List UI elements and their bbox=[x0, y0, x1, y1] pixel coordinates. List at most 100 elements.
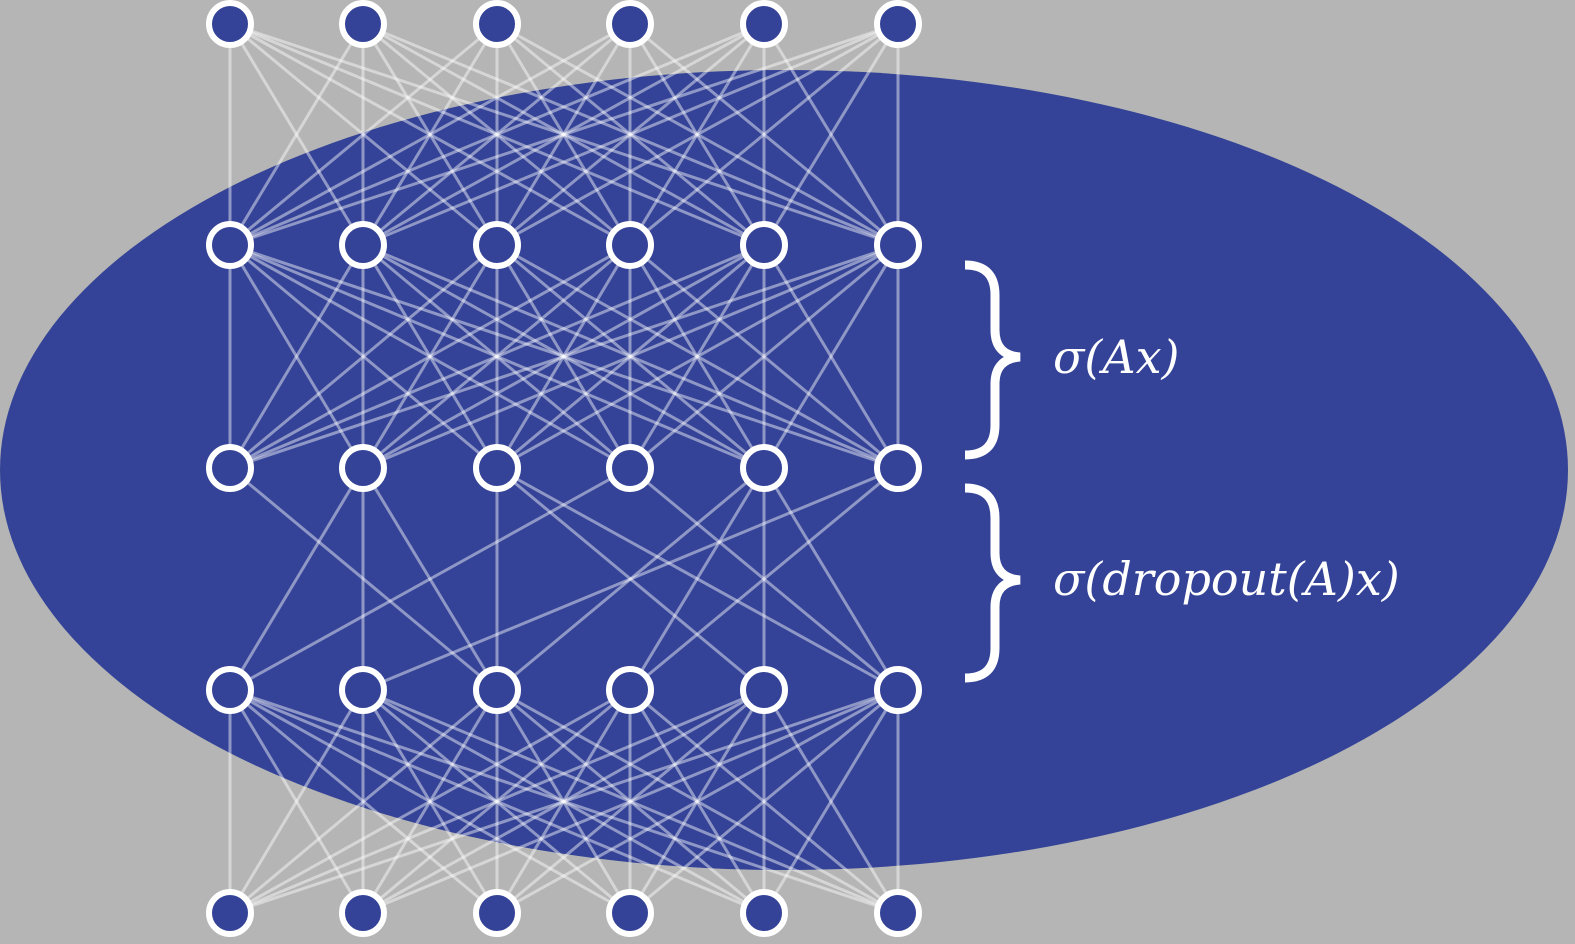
connection-edge bbox=[362, 688, 631, 915]
connection-edge bbox=[362, 688, 765, 915]
neuron-node bbox=[740, 0, 788, 48]
connection-edge bbox=[229, 22, 631, 247]
neuron-node bbox=[206, 444, 254, 492]
connection-edge bbox=[229, 243, 631, 470]
connection-edge bbox=[362, 243, 899, 470]
connection-edge bbox=[229, 22, 899, 247]
dropout-layer-label: σ(dropout(A)x) bbox=[1053, 552, 1400, 606]
connection-edge bbox=[229, 688, 899, 915]
connection-edge bbox=[229, 243, 498, 470]
neuron-node bbox=[874, 221, 922, 269]
connection-edge bbox=[361, 244, 499, 469]
neuron-node bbox=[473, 0, 521, 48]
connection-edge bbox=[362, 243, 765, 470]
neuron-node bbox=[206, 889, 254, 937]
connection-edge bbox=[229, 688, 765, 915]
connection-edge bbox=[228, 689, 365, 914]
connection-edge bbox=[629, 466, 899, 692]
connection-edge bbox=[629, 688, 899, 915]
connection-edge bbox=[362, 243, 765, 470]
connection-edge bbox=[229, 243, 899, 470]
neuron-node bbox=[740, 221, 788, 269]
connection-edge bbox=[495, 244, 632, 469]
connection-edge bbox=[229, 688, 765, 915]
connection-edge bbox=[229, 243, 899, 470]
connection-edge bbox=[762, 244, 900, 469]
connection-edge bbox=[629, 243, 899, 470]
connection-edge bbox=[228, 23, 365, 246]
neuron-node bbox=[606, 889, 654, 937]
connection-edge bbox=[229, 22, 765, 247]
connection-edge bbox=[628, 244, 766, 469]
connection-edge bbox=[228, 689, 365, 914]
connection-edge bbox=[362, 688, 765, 915]
connection-edge bbox=[229, 243, 498, 470]
connection-edge bbox=[229, 22, 765, 247]
connection-edge bbox=[629, 688, 899, 915]
neuron-node bbox=[606, 444, 654, 492]
connection-edge bbox=[629, 243, 899, 470]
connection-edge bbox=[628, 467, 766, 691]
neuron-node bbox=[740, 666, 788, 714]
connection-edge bbox=[362, 688, 899, 915]
connection-edge bbox=[496, 688, 899, 915]
neuron-node bbox=[473, 666, 521, 714]
connection-edge bbox=[628, 244, 766, 469]
connection-edge bbox=[229, 22, 498, 247]
connection-edge bbox=[496, 243, 765, 470]
connection-edge bbox=[362, 466, 899, 692]
connection-edge bbox=[762, 689, 900, 914]
connection-edge bbox=[229, 22, 631, 247]
connection-edge bbox=[496, 243, 899, 470]
connection-edge bbox=[496, 22, 899, 247]
connection-edge bbox=[229, 243, 765, 470]
connection-edge bbox=[229, 22, 498, 247]
connection-edge bbox=[362, 688, 631, 915]
neuron-node bbox=[339, 0, 387, 48]
connection-edge bbox=[361, 467, 499, 691]
neuron-node bbox=[206, 221, 254, 269]
neuron-node bbox=[206, 666, 254, 714]
connection-edge bbox=[228, 244, 365, 469]
connection-edge bbox=[229, 466, 631, 692]
connection-edge bbox=[496, 688, 765, 915]
connection-edge bbox=[628, 23, 766, 246]
connection-edge bbox=[496, 688, 899, 915]
connection-edge bbox=[362, 22, 899, 247]
connection-edge bbox=[362, 243, 899, 470]
neuron-node bbox=[473, 221, 521, 269]
connection-edge bbox=[361, 244, 499, 469]
connection-edge bbox=[229, 688, 498, 915]
neuron-node bbox=[874, 889, 922, 937]
connection-edge bbox=[361, 689, 499, 914]
neuron-node bbox=[339, 444, 387, 492]
connection-edge bbox=[362, 688, 899, 915]
connection-edge bbox=[229, 688, 498, 915]
neuron-node bbox=[606, 666, 654, 714]
connection-edge bbox=[496, 243, 899, 470]
connection-edge bbox=[362, 22, 631, 247]
neuron-node bbox=[339, 666, 387, 714]
connection-edge bbox=[361, 23, 499, 246]
connection-edge bbox=[496, 22, 899, 247]
neuron-node bbox=[606, 221, 654, 269]
connection-edge bbox=[362, 22, 631, 247]
connection-edge bbox=[229, 688, 899, 915]
connection-edge bbox=[496, 22, 765, 247]
connection-edge bbox=[228, 244, 365, 469]
connection-edge bbox=[228, 467, 365, 691]
connection-edge bbox=[361, 689, 499, 914]
connection-edge bbox=[762, 689, 900, 914]
connection-edge bbox=[496, 466, 765, 692]
connection-edge bbox=[362, 22, 899, 247]
connection-edge bbox=[229, 243, 765, 470]
connection-edge bbox=[362, 243, 631, 470]
connection-edge bbox=[495, 23, 632, 246]
connection-edge bbox=[762, 23, 900, 246]
connection-edge bbox=[495, 689, 632, 914]
connection-edge bbox=[362, 22, 765, 247]
neuron-node bbox=[339, 221, 387, 269]
connection-edge bbox=[762, 467, 900, 691]
connection-edge bbox=[229, 688, 631, 915]
